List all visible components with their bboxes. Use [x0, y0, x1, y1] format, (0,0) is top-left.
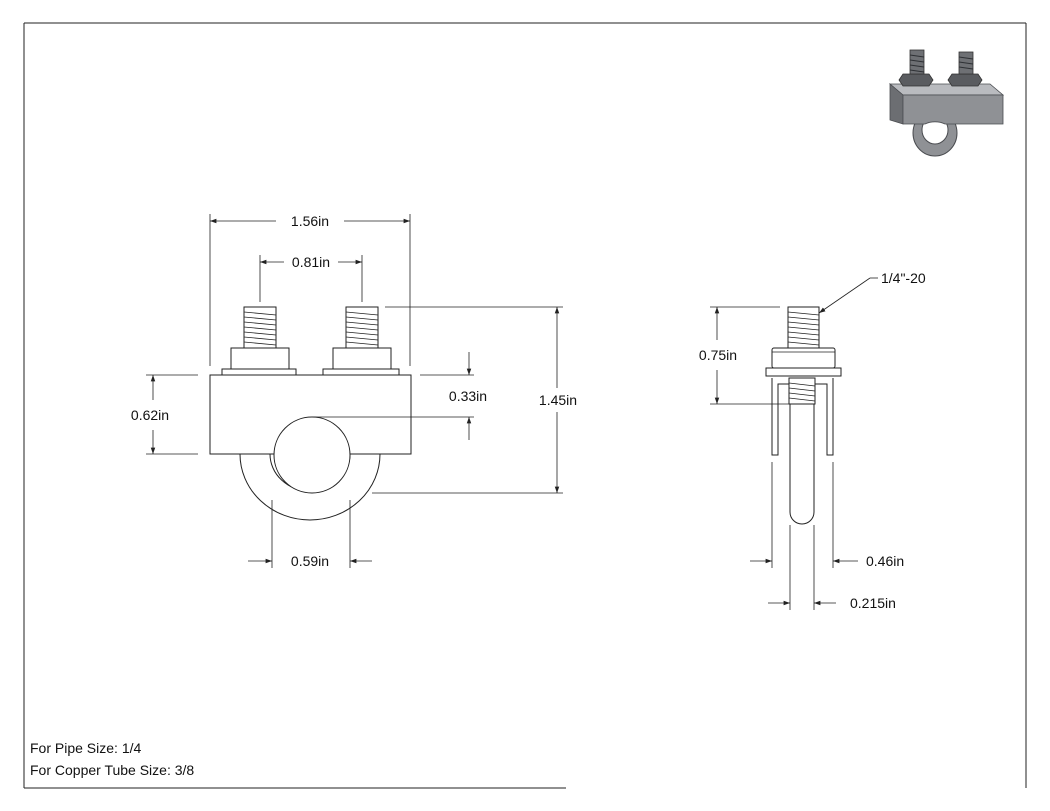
side-threads [787, 311, 820, 346]
front-dimensions [146, 214, 563, 568]
note-tube-size: For Copper Tube Size: 3/8 [30, 762, 194, 778]
side-view [765, 306, 842, 525]
dim-ring-width: 0.59in [291, 553, 329, 569]
front-nut-right [332, 347, 392, 370]
front-view [209, 306, 412, 521]
side-wire [789, 378, 815, 525]
dim-side-width: 0.46in [866, 553, 904, 569]
sheet-border [23, 22, 1027, 789]
dim-bolt-spacing: 0.81in [292, 254, 330, 270]
dim-overall-height: 1.45in [539, 392, 577, 408]
dim-wire-diameter: 0.215in [850, 595, 896, 611]
side-nut [771, 347, 836, 369]
product-thumbnail [888, 49, 1005, 157]
dim-thread-spec: 1/4"-20 [881, 270, 926, 286]
note-pipe-size: For Pipe Size: 1/4 [30, 740, 141, 756]
dim-body-height: 0.62in [131, 407, 169, 423]
side-dimensions [710, 277, 878, 610]
front-threads-right [345, 311, 379, 346]
dim-offset: 0.33in [449, 388, 487, 404]
front-pipe-circle [273, 416, 351, 494]
dim-bolt-length: 0.75in [699, 347, 737, 363]
front-threads-left [243, 311, 277, 346]
dim-overall-width: 1.56in [291, 213, 329, 229]
front-nut-left [230, 347, 290, 370]
